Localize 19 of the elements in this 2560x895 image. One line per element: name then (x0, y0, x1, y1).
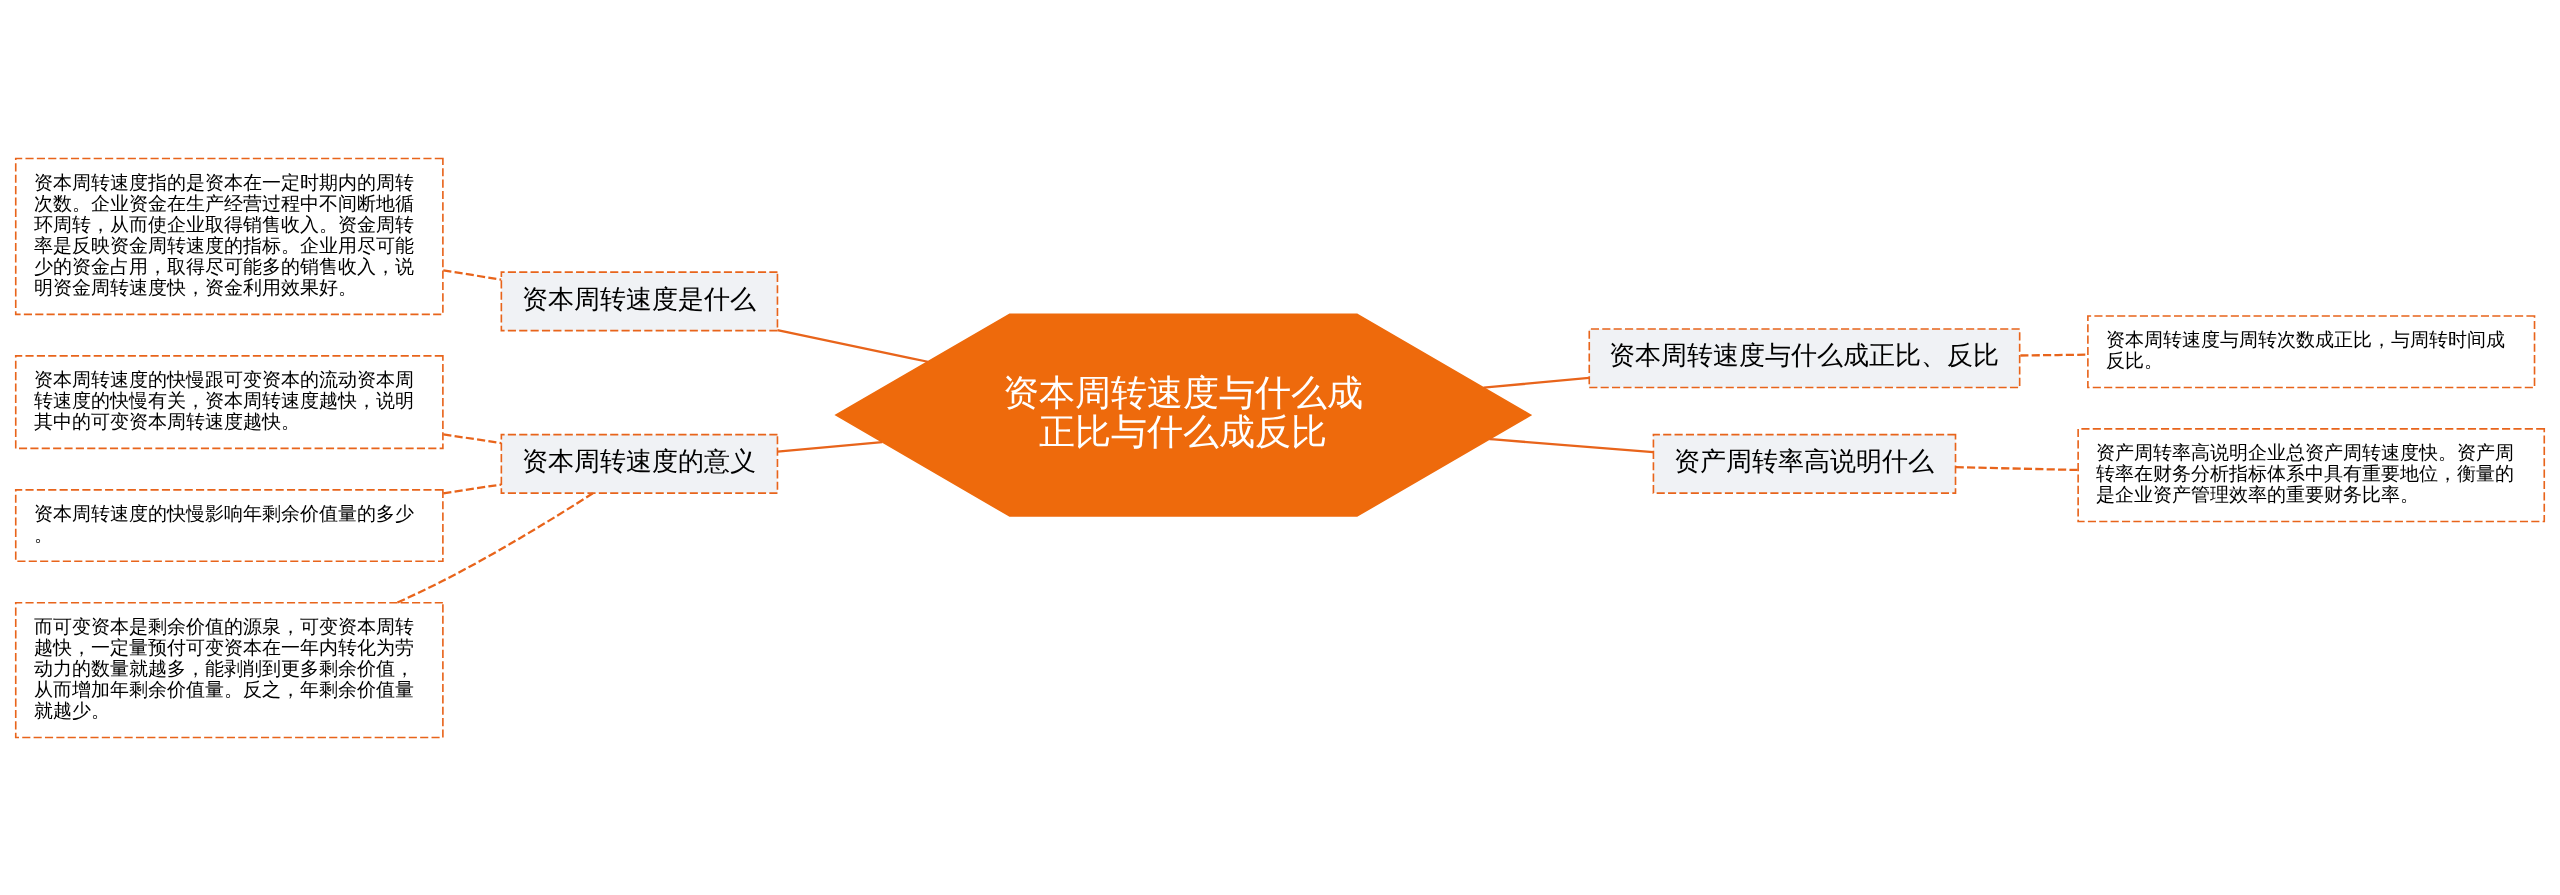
node-box: 资本周转速度的快慢影响年剩余价值量的多少。 (14, 488, 444, 562)
connector (1955, 465, 2078, 471)
connector (443, 482, 502, 494)
connector (777, 328, 929, 363)
node-box: 资产周转率高说明什么 (1652, 433, 1957, 494)
connector (1483, 376, 1590, 389)
node-box: 而可变资本是剩余价值的源泉，可变资本周转越快，一定量预付可变资本在一年内转化为劳动力的数量就越多，能剥削到更多剩余价值，从而增加年剩余价值量。反之，年剩余价值量就越少。 (14, 601, 444, 738)
connector (2020, 353, 2088, 357)
node-box: 资本周转速度的意义 (500, 433, 779, 494)
node-box: 资本周转速度指的是资本在一定时期内的周转次数。企业资金在生产经营过程中不间断地循环周转，从而使企业取得销售收入。资金周转率是反映资金周转速度的指标。企业用尽可能少的资金占用，取得尽可能多的销售收入，说明资金周转速度快，资金利用效果好。 (14, 157, 444, 315)
node-box: 资产周转率高说明企业总资产周转速度快。资产周转率在财务分析指标体系中具有重要地位，衡量的是企业资产管理效率的重要财务比率。 (2077, 427, 2546, 522)
node-box: 资本周转速度与什么成正比、反比 (1588, 327, 2021, 388)
node-box: 资本周转速度是什么 (500, 270, 779, 331)
node-box: 资本周转速度的快慢跟可变资本的流动资本周转速度的快慢有关，资本周转速度越快，说明其中的可变资本周转速度越快。 (14, 354, 444, 449)
node-box: 资本周转速度与周转次数成正比，与周转时间成反比。 (2087, 314, 2536, 388)
connector (1489, 437, 1654, 453)
connector (443, 432, 502, 444)
connector (443, 268, 502, 281)
connector (777, 440, 883, 453)
